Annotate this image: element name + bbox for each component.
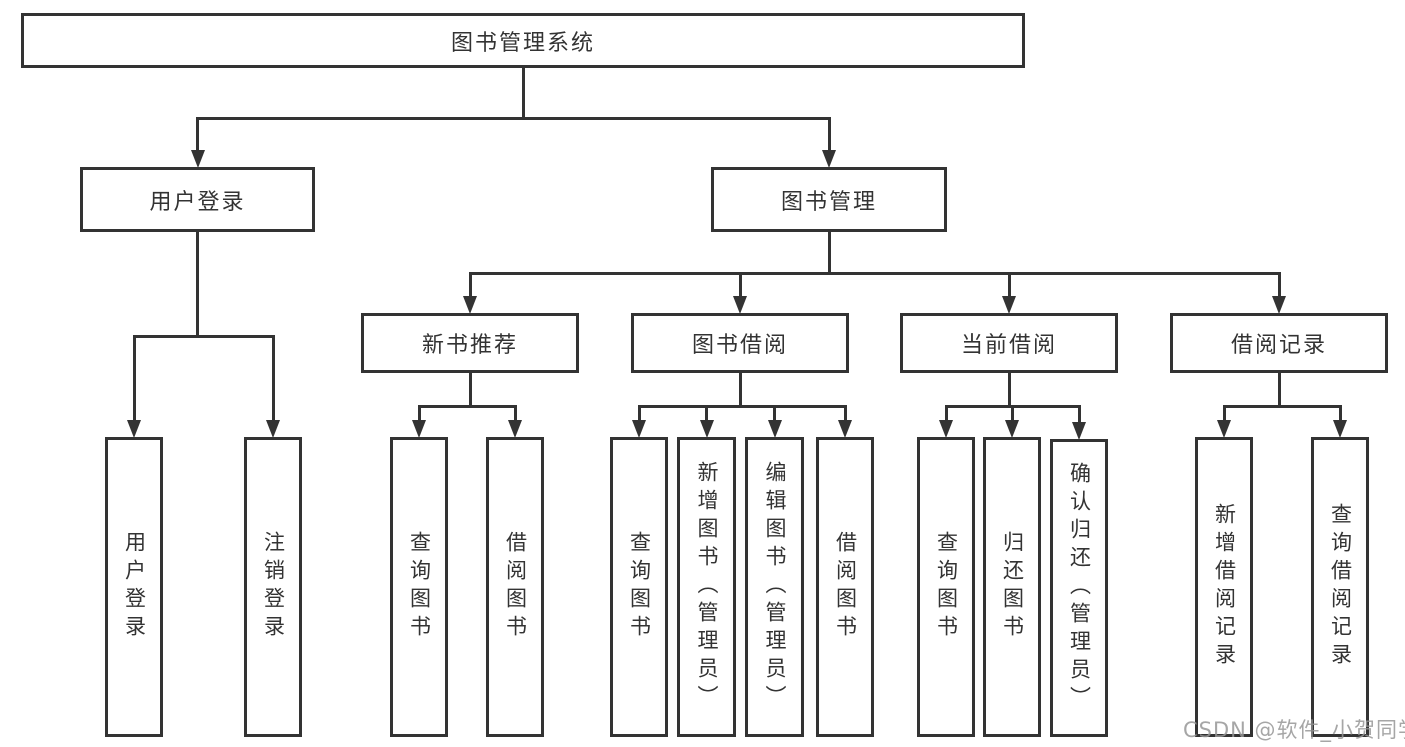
- connector-line: [827, 118, 831, 155]
- connector-line: [1277, 273, 1281, 301]
- connector-line: [827, 232, 831, 273]
- node-label-c_confirm: 确认归还（管理员）: [1067, 462, 1092, 714]
- node-c_return: 归还图书: [983, 437, 1041, 737]
- connector-line: [1007, 373, 1011, 406]
- arrow-down-icon: [463, 296, 477, 314]
- arrow-down-icon: [1005, 420, 1019, 438]
- node-label-b_query: 查询图书: [627, 531, 652, 643]
- arrow-down-icon: [190, 150, 205, 168]
- connector-line: [738, 273, 742, 301]
- connector-line: [1007, 273, 1011, 301]
- node-label-nb_query: 查询图书: [407, 531, 432, 643]
- csdn-watermark: CSDN @软件_小贺同学: [1183, 718, 1405, 742]
- connector-line: [417, 406, 421, 425]
- arrow-down-icon: [1333, 420, 1347, 438]
- connector-line: [738, 373, 742, 406]
- node-label-logout: 注销登录: [261, 531, 286, 643]
- node-b_borrow: 借阅图书: [816, 437, 874, 737]
- node-login: 用户登录: [80, 167, 315, 232]
- connector-line: [271, 336, 275, 425]
- node-c_query: 查询图书: [917, 437, 975, 737]
- node-nb_query: 查询图书: [390, 437, 448, 737]
- arrow-down-icon: [266, 420, 280, 438]
- arrow-down-icon: [1217, 420, 1231, 438]
- connector-line: [468, 271, 1281, 275]
- connector-line: [773, 406, 776, 425]
- arrow-down-icon: [508, 420, 522, 438]
- arrow-down-icon: [733, 296, 747, 314]
- arrow-down-icon: [1072, 422, 1086, 440]
- arrow-down-icon: [838, 420, 852, 438]
- connector-line: [843, 406, 847, 425]
- connector-line: [196, 232, 199, 336]
- arrow-down-icon: [412, 420, 426, 438]
- node-newbook: 新书推荐: [361, 313, 579, 373]
- node-label-c_return: 归还图书: [1000, 531, 1025, 643]
- connector-line: [513, 406, 517, 425]
- connector-line: [417, 404, 517, 408]
- node-root: 图书管理系统: [21, 13, 1025, 68]
- connector-line: [705, 406, 708, 425]
- node-b_query: 查询图书: [610, 437, 668, 737]
- arrow-down-icon: [632, 420, 646, 438]
- node-logout: 注销登录: [244, 437, 302, 737]
- arrow-down-icon: [822, 150, 836, 168]
- node-nb_borrow: 借阅图书: [486, 437, 544, 737]
- node-records: 借阅记录: [1170, 313, 1388, 373]
- connector-line: [468, 273, 472, 301]
- arrow-down-icon: [1002, 296, 1016, 314]
- node-borrow: 图书借阅: [631, 313, 849, 373]
- node-label-b_edit: 编辑图书（管理员）: [763, 461, 787, 713]
- node-label-current: 当前借阅: [960, 333, 1057, 358]
- node-b_add: 新增图书（管理员）: [677, 437, 736, 737]
- connector-line: [1222, 406, 1226, 425]
- node-label-bookmgmt: 图书管理: [780, 189, 877, 215]
- connector-line: [196, 118, 199, 155]
- connector-line: [132, 334, 275, 338]
- connector-line: [1222, 404, 1342, 408]
- connector-line: [1277, 373, 1281, 406]
- node-label-login: 用户登录: [149, 189, 246, 215]
- connector-line: [1338, 406, 1342, 425]
- node-c_confirm: 确认归还（管理员）: [1050, 439, 1108, 737]
- arrow-down-icon: [699, 420, 714, 438]
- node-label-records: 借阅记录: [1230, 333, 1327, 358]
- node-bookmgmt: 图书管理: [711, 167, 947, 232]
- connector-line: [468, 373, 472, 406]
- node-current: 当前借阅: [900, 313, 1118, 373]
- node-label-r_query: 查询借阅记录: [1328, 503, 1353, 671]
- arrow-down-icon: [767, 420, 782, 438]
- arrow-down-icon: [127, 420, 141, 438]
- node-label-r_add: 新增借阅记录: [1212, 503, 1237, 671]
- node-label-newbook: 新书推荐: [421, 333, 518, 358]
- node-r_add: 新增借阅记录: [1195, 437, 1253, 737]
- connector-line: [944, 406, 948, 425]
- node-label-root: 图书管理系统: [450, 30, 595, 56]
- connector-line: [1010, 406, 1014, 425]
- connector-line: [521, 68, 525, 118]
- connector-line: [637, 406, 641, 425]
- node-label-nb_borrow: 借阅图书: [503, 531, 528, 643]
- connector-line: [196, 116, 831, 120]
- connector-line: [1077, 406, 1081, 427]
- connector-line: [132, 336, 136, 425]
- node-label-b_add: 新增图书（管理员）: [695, 461, 719, 713]
- node-r_query: 查询借阅记录: [1311, 437, 1369, 737]
- node-label-userlogin: 用户登录: [122, 531, 147, 643]
- node-userlogin: 用户登录: [105, 437, 163, 737]
- node-b_edit: 编辑图书（管理员）: [745, 437, 804, 737]
- node-label-borrow: 图书借阅: [691, 333, 788, 358]
- node-label-c_query: 查询图书: [934, 531, 959, 643]
- arrow-down-icon: [939, 420, 953, 438]
- node-label-b_borrow: 借阅图书: [833, 531, 858, 643]
- arrow-down-icon: [1272, 296, 1286, 314]
- connector-line: [637, 404, 847, 408]
